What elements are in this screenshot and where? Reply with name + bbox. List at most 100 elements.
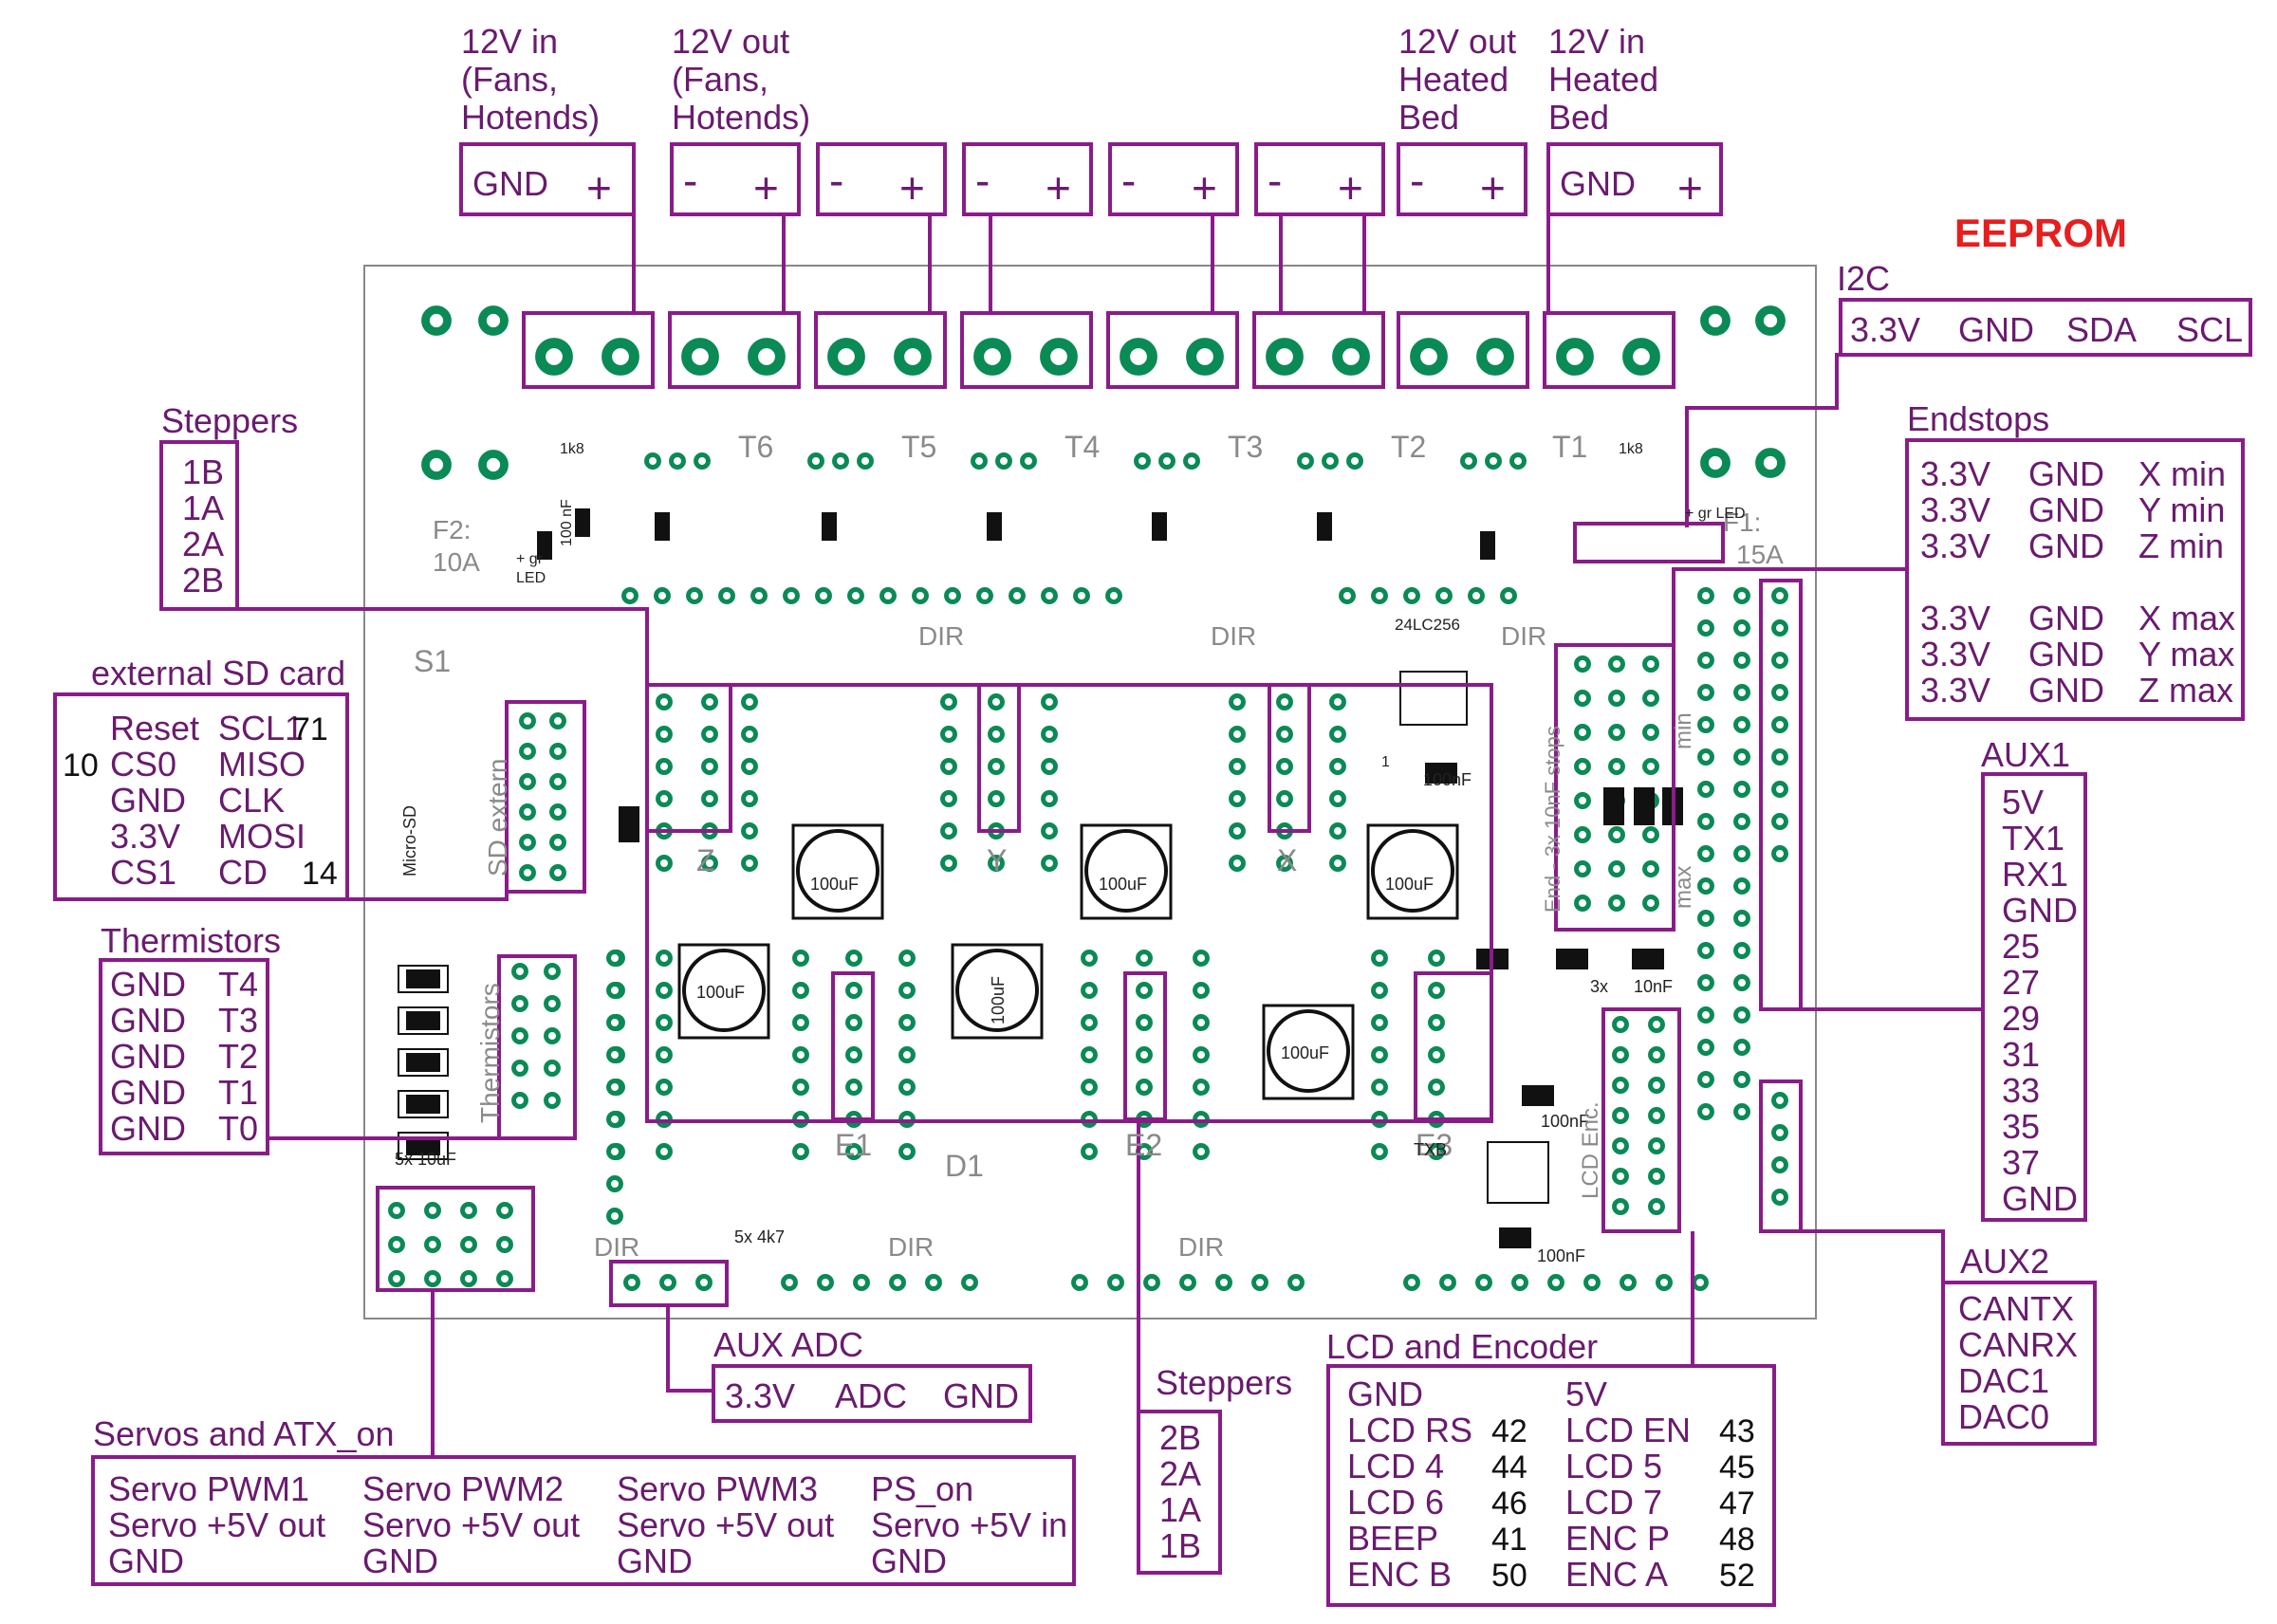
i2c-connector: I2C 3.3V GND SDA SCL [1573,259,2252,563]
pad [1276,855,1293,872]
servo-col-1-1: Servo PWM1 [108,1469,309,1508]
pad [1642,724,1659,741]
pad [898,982,916,999]
pad [1733,619,1750,637]
pad [988,758,1005,775]
pad [544,995,561,1012]
pad [857,452,874,470]
cap-100uf-3: 100uF [1366,823,1459,920]
pad [1081,950,1098,967]
power-header-7-pin-2: + [1480,163,1506,212]
pad [424,1202,441,1219]
pad [1642,758,1659,775]
lcd-r4-c: LCD 7 [1565,1483,1662,1522]
sd-row-5-c: CD [218,853,268,892]
pad [511,1060,528,1077]
pad [519,864,536,881]
pad [783,587,800,604]
endstop-5-a: 3.3V [1920,635,1990,674]
lcd-r6-b: 50 [1491,1558,1527,1594]
pad [1229,693,1246,710]
sd-row-5-b: CS1 [110,853,176,892]
pad [1755,448,1786,478]
pad [656,726,673,743]
pad [1009,587,1026,604]
pad [1428,1079,1445,1096]
power-header-3-pin-2: + [899,163,925,212]
lcd-title: LCD and Encoder [1326,1327,1598,1366]
pad [1771,1092,1788,1109]
pad [1608,860,1625,877]
cap-6-label: 100uF [1281,1043,1329,1062]
power-header-8-caption-1: 12V in [1548,22,1645,61]
sd-row-4-b: 3.3V [110,817,180,856]
smd-cap [1522,1085,1554,1106]
pad [1475,1274,1492,1291]
pad [940,790,957,807]
pad [1136,1014,1153,1031]
pad [792,982,809,999]
pad [815,587,832,604]
pad [1215,1274,1232,1291]
pad [1276,790,1293,807]
pad [1612,1107,1629,1124]
power-header-7-caption-3: Bed [1398,98,1459,137]
pad [1371,587,1388,604]
aux2-title: AUX2 [1960,1242,2049,1281]
pad [940,822,957,840]
pad [1697,1103,1714,1120]
pad [1071,1274,1088,1291]
pad [807,452,824,470]
pad [1041,855,1058,872]
power-header-8-pin-2: + [1677,163,1703,212]
aux1-box [1981,772,2087,1222]
pad [656,855,673,872]
pad [1733,716,1750,733]
pad [1428,1143,1445,1160]
therm-1-b: T4 [218,965,258,1004]
silk-t1: T1 [1552,430,1587,464]
pad [1642,690,1659,707]
pad [1229,726,1246,743]
servos-box [91,1455,1076,1586]
pad [1193,950,1210,967]
pad [1612,1077,1629,1094]
power-header-6: - + [1254,142,1385,313]
power-header-1-caption-2: (Fans, [461,60,558,99]
pad [1136,1046,1153,1063]
lcd-box [1326,1364,1776,1607]
pad [889,1274,906,1291]
pcb-outline [363,265,1817,1320]
stepper-headers [645,683,1493,1121]
pad [1547,1274,1564,1291]
pad [1041,587,1058,604]
pad [421,450,452,480]
cap-100uf-2: 100uF [1080,823,1173,920]
pad [460,1236,477,1253]
silk-d1: D1 [945,1149,984,1183]
pad [1329,822,1346,840]
servo-col-3-2: Servo +5V out [617,1505,834,1544]
silk-txb: TXB [1414,1140,1447,1159]
aux1-title: AUX1 [1981,735,2070,774]
aux-adc-wire [666,1305,713,1393]
therm-2-b: T3 [218,1001,258,1040]
pad [1276,726,1293,743]
servo-col-2-1: Servo PWM2 [362,1469,564,1508]
pad [549,803,566,821]
pad [1511,1274,1528,1291]
pad [1697,716,1714,733]
pad [1656,1274,1673,1291]
pad [1120,338,1157,376]
smd-led [987,512,1002,541]
smd-cap [619,806,639,842]
pad [1771,748,1788,766]
pad [1574,895,1591,912]
therm-4-b: T1 [218,1073,258,1112]
pad [388,1202,405,1219]
lcd-r3-d: 45 [1719,1449,1755,1486]
pad [1485,452,1502,470]
servo-col-2-2: Servo +5V out [362,1505,580,1544]
pad [1322,452,1339,470]
pad [511,963,528,980]
